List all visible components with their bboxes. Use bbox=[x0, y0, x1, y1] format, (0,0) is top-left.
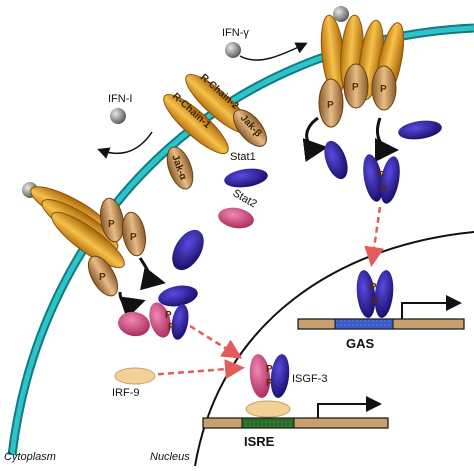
jak-low-i bbox=[87, 255, 119, 297]
stat1-released bbox=[324, 140, 348, 180]
nuclear-envelope bbox=[194, 231, 474, 467]
stat1-released-left bbox=[158, 285, 198, 307]
cytoplasm-label: Cytoplasm bbox=[4, 451, 56, 463]
r-chain-1 bbox=[163, 94, 229, 154]
ifn-gamma-receptor: P P P bbox=[318, 6, 405, 128]
stat2-dimer bbox=[149, 302, 171, 338]
irf9-join-arrow bbox=[147, 359, 245, 380]
phospho-label: P bbox=[266, 364, 273, 375]
jak-left-i bbox=[100, 197, 124, 243]
isgf3-stat2 bbox=[249, 354, 271, 398]
gas-stat1-left bbox=[356, 270, 376, 318]
isgf3-label: ISGF-3 bbox=[292, 373, 327, 385]
phospho-label: P bbox=[352, 82, 359, 93]
activation-arrow bbox=[138, 257, 166, 291]
jak-left-gamma bbox=[318, 78, 344, 128]
activation-arrow bbox=[118, 291, 146, 320]
phospho-label: P bbox=[378, 170, 385, 181]
irf9-protein bbox=[114, 367, 156, 385]
ifn-gamma-label: IFN-γ bbox=[222, 27, 249, 39]
gas-transcription-arrow bbox=[401, 295, 462, 319]
nucleus-label: Nucleus bbox=[150, 451, 190, 463]
stat1-label: Stat1 bbox=[230, 151, 256, 163]
stat1-dimer-left bbox=[363, 154, 383, 202]
stat1-dimer bbox=[171, 304, 189, 340]
activation-arrow bbox=[302, 116, 328, 163]
gas-site bbox=[334, 318, 394, 330]
isre-site bbox=[241, 417, 295, 429]
stat2-label: Stat2 bbox=[231, 187, 259, 210]
jak-right-gamma bbox=[371, 65, 397, 111]
ligand-binding-arrow bbox=[97, 131, 153, 159]
isgf3-stat1 bbox=[270, 354, 290, 398]
phospho-label: P bbox=[327, 100, 334, 111]
gas-label: GAS bbox=[346, 336, 375, 351]
phospho-label: P bbox=[108, 219, 115, 230]
phospho-label: P bbox=[372, 296, 379, 307]
phospho-label: P bbox=[370, 282, 377, 293]
jak-mid-i bbox=[122, 211, 146, 257]
jak-beta bbox=[233, 109, 267, 147]
nuclear-import-arrow-isre bbox=[189, 324, 243, 359]
stat1-free bbox=[224, 168, 268, 188]
isre-dna-strand bbox=[202, 417, 389, 429]
irf9-label: IRF-9 bbox=[112, 387, 140, 399]
isgf3-irf9 bbox=[245, 400, 291, 418]
receptor-chain-c bbox=[51, 211, 125, 269]
gas-stat1-right bbox=[374, 270, 394, 318]
ligand-binding-arrow bbox=[239, 42, 308, 61]
phospho-label: P bbox=[130, 232, 137, 243]
stat2-released-left bbox=[118, 311, 150, 337]
phospho-label: P bbox=[165, 310, 172, 321]
activation-arrow bbox=[374, 117, 399, 162]
stat1-dimer-right bbox=[380, 156, 400, 204]
stat1-docked-left bbox=[172, 229, 204, 271]
ifn-gamma-ligand-bound bbox=[333, 6, 349, 22]
phospho-label: P bbox=[266, 378, 273, 389]
jak-alpha bbox=[166, 146, 194, 190]
phospho-label: P bbox=[168, 322, 175, 333]
stat2-free bbox=[218, 207, 254, 229]
stat1-docked-right bbox=[398, 120, 442, 140]
phospho-label: P bbox=[380, 184, 387, 195]
ifn-i-receptor-activated: P P P bbox=[22, 182, 146, 297]
isre-label: ISRE bbox=[244, 434, 275, 449]
ifn-i-label: IFN-I bbox=[108, 93, 132, 105]
jak-mid-gamma bbox=[343, 63, 369, 109]
phospho-label: P bbox=[380, 84, 387, 95]
isre-transcription-arrow bbox=[317, 396, 382, 418]
ifn-gamma-ligand bbox=[225, 42, 241, 58]
ifn-i-ligand bbox=[110, 108, 126, 124]
phospho-label: P bbox=[99, 272, 106, 283]
